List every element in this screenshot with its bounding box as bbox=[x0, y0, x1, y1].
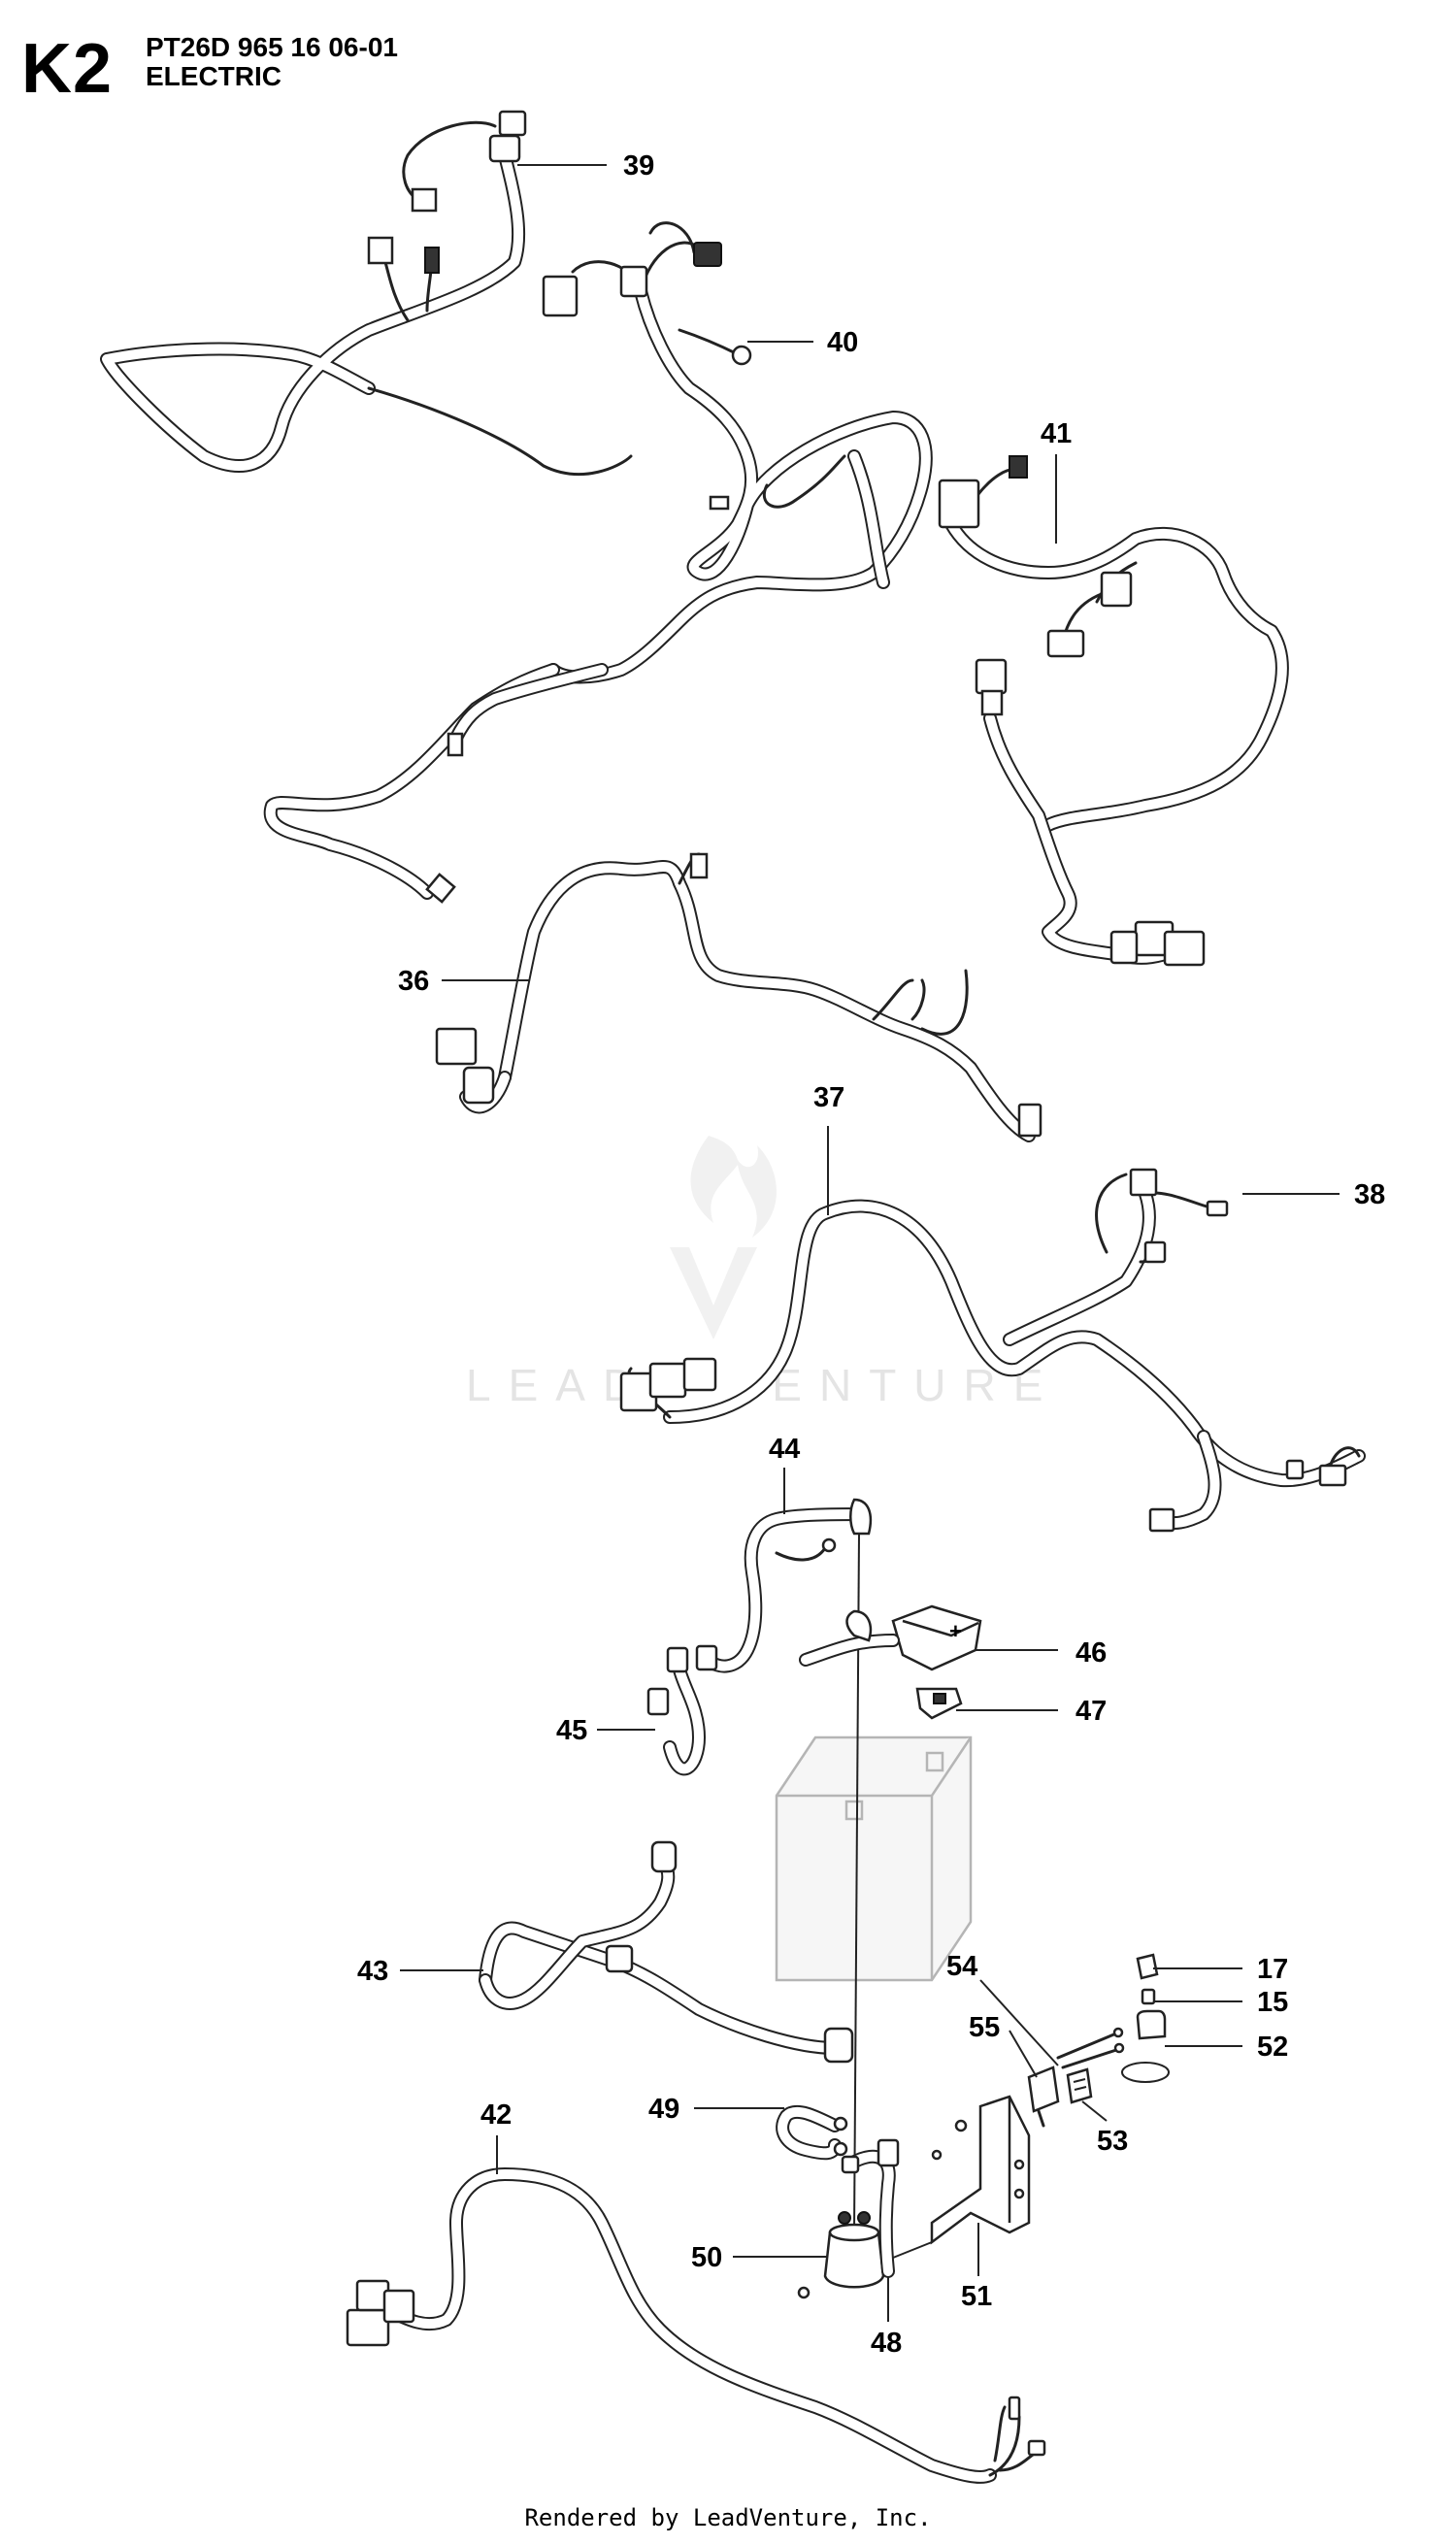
cable-45[interactable] bbox=[646, 1646, 706, 1776]
svg-text:39: 39 bbox=[623, 150, 654, 182]
callout-40[interactable]: 40 bbox=[747, 327, 858, 358]
svg-text:44: 44 bbox=[769, 1434, 800, 1465]
cable-49[interactable] bbox=[776, 2104, 848, 2161]
svg-text:15: 15 bbox=[1257, 1987, 1288, 2018]
svg-text:46: 46 bbox=[1075, 1637, 1107, 1669]
section-title: ELECTRIC bbox=[146, 61, 281, 91]
harness-41[interactable] bbox=[938, 455, 1289, 967]
svg-text:45: 45 bbox=[556, 1715, 587, 1746]
callout-50[interactable]: 50 bbox=[691, 2242, 827, 2273]
watermark-text: LEAD ENTURE bbox=[466, 1360, 1061, 1410]
section-code: K2 bbox=[21, 30, 114, 108]
callout-36[interactable]: 36 bbox=[398, 966, 529, 997]
svg-text:38: 38 bbox=[1354, 1179, 1385, 1210]
svg-text:17: 17 bbox=[1257, 1954, 1288, 1985]
relay-55[interactable] bbox=[1027, 2066, 1060, 2128]
svg-text:+: + bbox=[949, 1619, 962, 1643]
svg-text:48: 48 bbox=[871, 2328, 902, 2359]
model-line: PT26D 965 16 06-01 bbox=[146, 32, 398, 62]
callout-43[interactable]: 43 bbox=[357, 1956, 483, 1987]
fastener-54[interactable] bbox=[1056, 2027, 1125, 2069]
harness-40[interactable] bbox=[263, 221, 933, 904]
svg-text:37: 37 bbox=[813, 1082, 844, 1113]
callout-47[interactable]: 47 bbox=[956, 1696, 1107, 1727]
svg-text:50: 50 bbox=[691, 2242, 722, 2273]
svg-text:40: 40 bbox=[827, 327, 858, 358]
fuse-holder-17[interactable] bbox=[1136, 1953, 1159, 1980]
callout-55[interactable]: 55 bbox=[969, 2012, 1038, 2078]
terminal-cover-46[interactable]: + bbox=[799, 1604, 982, 1671]
callout-45[interactable]: 45 bbox=[556, 1715, 655, 1746]
callout-44[interactable]: 44 bbox=[769, 1434, 800, 1514]
callout-51[interactable]: 51 bbox=[961, 2223, 992, 2312]
battery bbox=[775, 1735, 973, 1982]
footer-credit: Rendered by LeadVenture, Inc. bbox=[524, 2504, 932, 2531]
callout-52[interactable]: 52 bbox=[1165, 2032, 1288, 2063]
callout-15[interactable]: 15 bbox=[1155, 1987, 1288, 2018]
cable-43[interactable] bbox=[479, 1840, 854, 2064]
svg-text:53: 53 bbox=[1097, 2126, 1128, 2157]
callout-46[interactable]: 46 bbox=[976, 1637, 1107, 1669]
fuse-15[interactable] bbox=[1141, 1988, 1156, 2005]
callout-53[interactable]: 53 bbox=[1081, 2100, 1128, 2157]
svg-text:41: 41 bbox=[1041, 418, 1072, 449]
relay-52[interactable] bbox=[1121, 2009, 1170, 2083]
svg-text:42: 42 bbox=[480, 2099, 512, 2131]
harness-37[interactable] bbox=[619, 1168, 1366, 1533]
harness-39[interactable] bbox=[100, 110, 633, 476]
callout-49[interactable]: 49 bbox=[648, 2094, 784, 2125]
svg-text:36: 36 bbox=[398, 966, 429, 997]
callout-17[interactable]: 17 bbox=[1153, 1954, 1288, 1985]
watermark-logo-icon bbox=[670, 1136, 777, 1339]
svg-text:52: 52 bbox=[1257, 2032, 1288, 2063]
svg-text:43: 43 bbox=[357, 1956, 388, 1987]
callout-54[interactable]: 54 bbox=[946, 1951, 1059, 2066]
bracket-51[interactable] bbox=[930, 2095, 1031, 2245]
svg-text:55: 55 bbox=[969, 2012, 1000, 2043]
callout-41[interactable]: 41 bbox=[1041, 418, 1072, 544]
svg-text:51: 51 bbox=[961, 2281, 992, 2312]
cable-48[interactable] bbox=[841, 2138, 900, 2278]
bracket-47[interactable] bbox=[915, 1687, 963, 1720]
callout-39[interactable]: 39 bbox=[517, 150, 654, 182]
svg-text:49: 49 bbox=[648, 2094, 679, 2125]
svg-text:47: 47 bbox=[1075, 1696, 1107, 1727]
harness-42[interactable] bbox=[346, 2167, 1046, 2484]
harness-36[interactable] bbox=[435, 852, 1042, 1142]
callout-42[interactable]: 42 bbox=[480, 2099, 512, 2174]
solenoid-50[interactable] bbox=[797, 2211, 933, 2299]
callout-38[interactable]: 38 bbox=[1242, 1179, 1385, 1210]
callout-48[interactable]: 48 bbox=[871, 2276, 902, 2359]
connector-53[interactable] bbox=[1066, 2067, 1093, 2104]
cable-44[interactable] bbox=[695, 1498, 873, 2233]
callout-37[interactable]: 37 bbox=[813, 1082, 844, 1215]
svg-text:54: 54 bbox=[946, 1951, 977, 1982]
